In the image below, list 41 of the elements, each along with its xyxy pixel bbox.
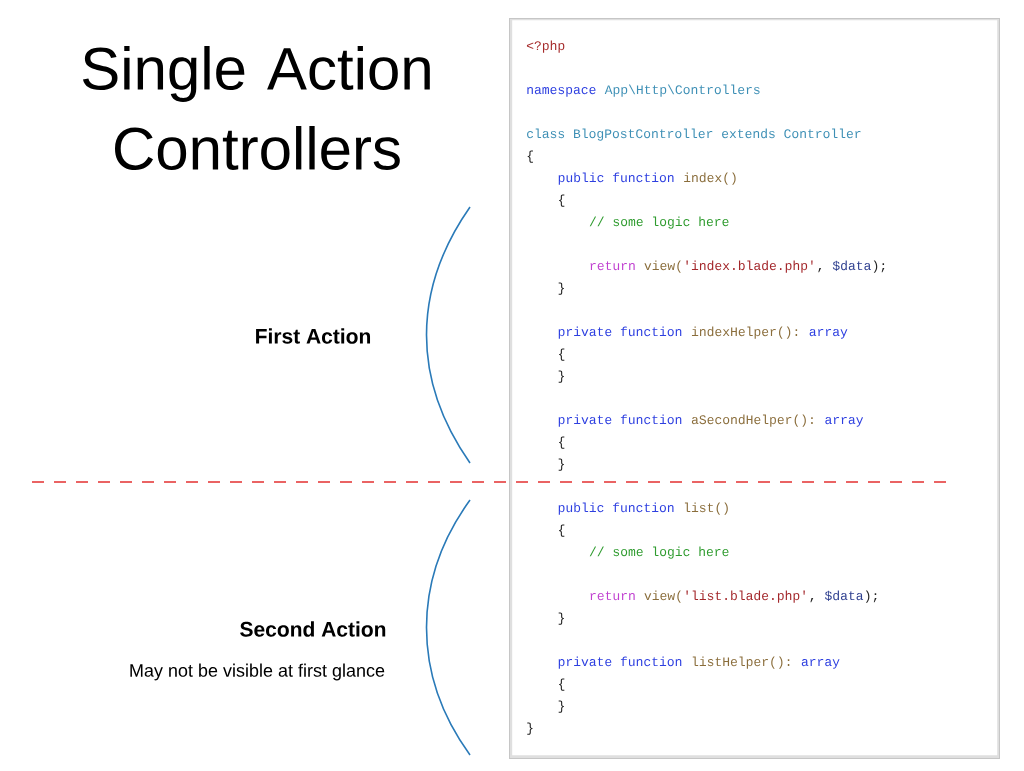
node-label: ); [873,260,885,273]
code-line: namespace App\Http\Controllers [527,84,760,97]
code-line: } [558,370,564,383]
code-line: } [558,700,564,713]
title: Single Action Controllers [82,45,430,171]
code-line: <?php [526,40,565,53]
code-line: private function indexHelper(): array [558,326,848,339]
code-line: // some logic here [589,216,729,229]
code-card [509,18,1000,759]
code-line: { [559,348,565,361]
code-line: } [558,458,564,471]
code-line: { [527,150,533,163]
node-label: , [810,598,814,603]
node-label: ); [865,590,877,603]
code-line: { [559,524,565,537]
code-line: class BlogPostController extends Controller [527,128,861,141]
section-label: Second Action [240,621,386,637]
node-label: $data [824,590,864,601]
code-line: { [559,194,565,207]
code-line: { [559,678,565,691]
code-line: } [527,722,533,735]
node-label: 'list.blade.php' [686,590,805,603]
node-label: view( [644,260,681,273]
section-label: First Action [256,328,370,344]
code-line: // some logic here [589,546,729,559]
node-label: view( [644,590,681,603]
note-text: May not be visible at first glance [130,663,385,681]
node-label: $data [832,260,871,271]
node-label: return [590,261,635,271]
code-line: public function index() [558,172,736,185]
code-line: { [559,436,565,449]
code-line: return view( 'list.blade.php' , $data ); [590,590,877,603]
code-line: } [558,282,564,295]
code-line: } [558,612,564,625]
node-label: 'index.blade.php' [686,260,813,273]
code-line: private function aSecondHelper(): array [558,414,864,427]
node-label: return [590,591,635,601]
node-label: , [818,268,822,273]
code-line: public function list() [558,502,728,515]
code-line: private function listHelper(): array [558,656,840,669]
code-line: return view( 'index.blade.php' , $data ); [590,260,885,273]
